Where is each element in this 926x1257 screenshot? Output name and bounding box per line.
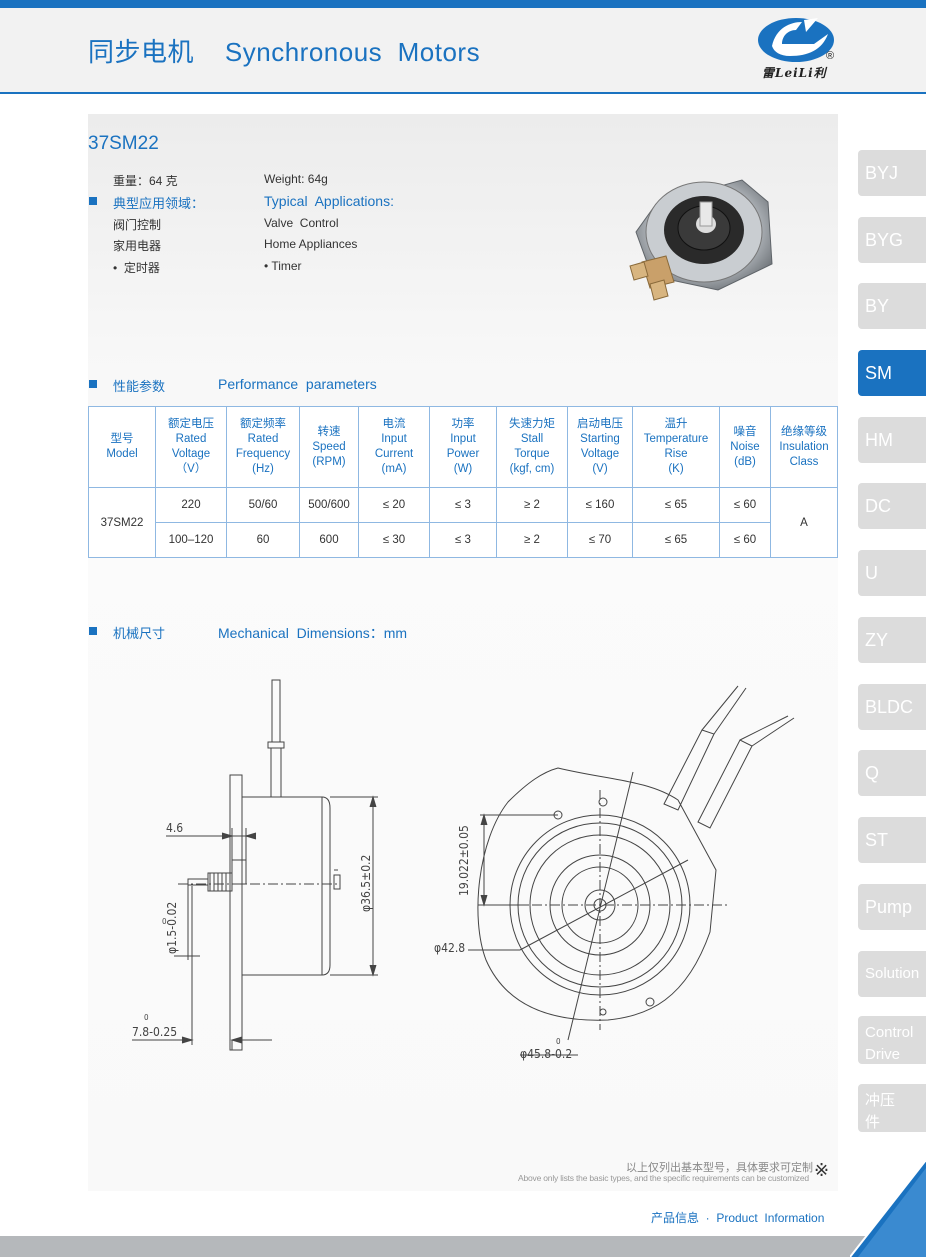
cell-model: 37SM22 xyxy=(88,487,156,558)
dim-zero: 0 xyxy=(162,917,167,926)
motor-product-photo xyxy=(629,179,773,301)
table-cell: ≤ 3 xyxy=(429,487,497,523)
footer-label: 产品信息 · Product Information xyxy=(651,1211,825,1225)
tab-dc[interactable]: DC xyxy=(858,483,926,529)
side-view xyxy=(132,679,378,1051)
applications-en: Typical Applications: xyxy=(264,193,394,209)
dim-7-8: 7.8-0.25 xyxy=(132,1025,177,1039)
perf-title-cn: 性能参数 xyxy=(113,379,166,394)
bullet-square xyxy=(89,197,97,205)
table-cell: ≥ 2 xyxy=(496,522,568,558)
weight-en: Weight: 64g xyxy=(264,172,328,186)
table-cell: 500/600 xyxy=(299,487,359,523)
dim-phi-42-8: φ42.8 xyxy=(434,941,465,955)
app3-cn: • 定时器 xyxy=(113,261,160,275)
dim-phi-36-5: φ36.5±0.2 xyxy=(359,855,373,912)
top-accent-bar xyxy=(0,0,926,8)
cell-insulation: A xyxy=(770,487,838,558)
registered-mark: ® xyxy=(826,50,835,62)
model-title: 37SM22 xyxy=(88,133,159,154)
dim-zero: 0 xyxy=(144,1013,149,1022)
tab-byj[interactable]: BYJ xyxy=(858,150,926,196)
content-panel xyxy=(88,114,838,1191)
table-cell: ≤ 70 xyxy=(567,522,633,558)
table-cell: ≤ 30 xyxy=(358,522,430,558)
tab-sm[interactable]: SM xyxy=(858,350,926,396)
bottom-bar xyxy=(0,1236,926,1257)
tab-zy[interactable]: ZY xyxy=(858,617,926,663)
page-title: 同步电机 Synchronous Motors xyxy=(88,37,481,67)
mechanical-drawing: 4.6 φ1.5-0.02 0 7.8-0.25 0 φ36.5±0.2 xyxy=(132,679,795,1061)
table-cell: 220 xyxy=(155,487,227,523)
dim-19-022: 19.022±0.05 xyxy=(457,825,471,896)
dim-phi-1-5: φ1.5-0.02 xyxy=(165,902,179,954)
table-cell: 100–120 xyxy=(155,522,227,558)
weight-cn: 重量：64 克 xyxy=(113,174,178,188)
tab-u[interactable]: U xyxy=(858,550,926,596)
app1-en: Valve Control xyxy=(264,216,339,230)
brand-name: 雷LeiLi利 xyxy=(762,66,827,80)
table-cell: ≤ 3 xyxy=(429,522,497,558)
front-view xyxy=(468,685,795,1056)
dim-zero: 0 xyxy=(556,1037,561,1046)
note-cn: 以上仅列出基本型号，具体要求可定制 xyxy=(626,1162,813,1174)
tab-stamping[interactable]: 冲压 件 xyxy=(858,1084,926,1132)
table-row: 100–120 60 600 ≤ 30 ≤ 3 ≥ 2 ≤ 70 ≤ 65 ≤ … xyxy=(89,522,838,558)
table-cell: ≤ 65 xyxy=(632,487,720,523)
table-cell: ≤ 60 xyxy=(719,522,771,558)
table-cell: ≤ 65 xyxy=(632,522,720,558)
table-cell: ≤ 20 xyxy=(358,487,430,523)
tab-q[interactable]: Q xyxy=(858,750,926,796)
table-cell: ≤ 60 xyxy=(719,487,771,523)
table-cell: ≤ 160 xyxy=(567,487,633,523)
applications-cn: 典型应用领域： xyxy=(113,196,205,211)
app2-en: Home Appliances xyxy=(264,237,358,251)
tab-control-drive[interactable]: Control Drive xyxy=(858,1016,926,1064)
tab-pump[interactable]: Pump xyxy=(858,884,926,930)
table-cell: ≥ 2 xyxy=(496,487,568,523)
side-view-labels: 4.6 φ1.5-0.02 0 7.8-0.25 0 φ36.5±0.2 xyxy=(132,821,373,1039)
tab-st[interactable]: ST xyxy=(858,817,926,863)
table-cell: 600 xyxy=(299,522,359,558)
tab-byg[interactable]: BYG xyxy=(858,217,926,263)
bullet-square xyxy=(89,627,97,635)
tab-bldc[interactable]: BLDC xyxy=(858,684,926,730)
bullet-square xyxy=(89,380,97,388)
brand-logo xyxy=(758,18,834,62)
mech-title-en: Mechanical Dimensions：mm xyxy=(218,625,408,641)
note-mark: ※ xyxy=(814,1160,830,1180)
tab-hm[interactable]: HM xyxy=(858,417,926,463)
dim-4-6: 4.6 xyxy=(166,821,183,835)
app3-en: • Timer xyxy=(264,259,302,273)
table-row: 37SM22 220 50/60 500/600 ≤ 20 ≤ 3 ≥ 2 ≤ … xyxy=(88,487,838,558)
tab-solution[interactable]: Solution xyxy=(858,951,926,997)
table-cell: 60 xyxy=(226,522,300,558)
note-en: Above only lists the basic types, and th… xyxy=(518,1173,809,1183)
table-cell: 50/60 xyxy=(226,487,300,523)
corner-decoration xyxy=(850,1160,926,1257)
tab-by[interactable]: BY xyxy=(858,283,926,329)
front-view-labels: 19.022±0.05 φ42.8 φ45.8-0.2 0 xyxy=(434,825,572,1061)
mech-title-cn: 机械尺寸 xyxy=(113,626,166,641)
dim-phi-45-8: φ45.8-0.2 xyxy=(520,1047,572,1061)
app2-cn: 家用电器 xyxy=(113,239,162,253)
app1-cn: 阀门控制 xyxy=(113,218,162,232)
perf-title-en: Performance parameters xyxy=(218,376,377,392)
